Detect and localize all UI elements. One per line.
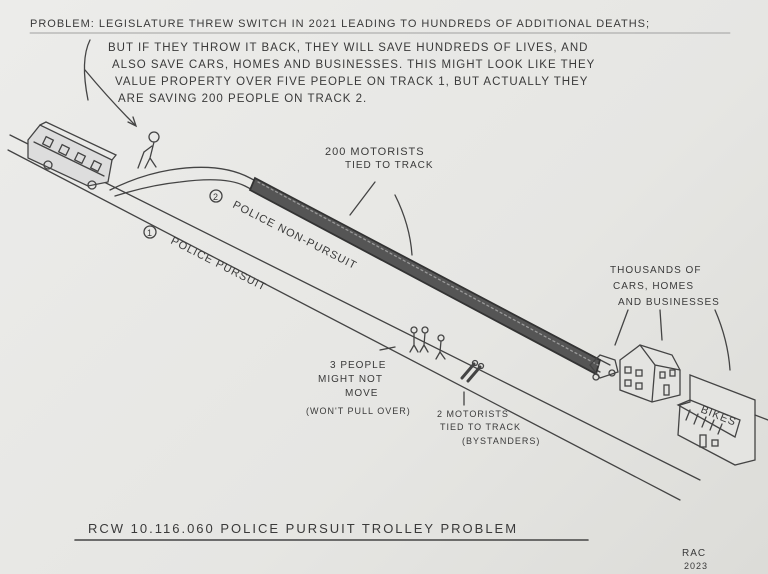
three-people-label-4: (won't pull over) [306,406,411,416]
switch-operator-icon [137,131,160,169]
problem-line-3: also save cars, homes and businesses. Th… [112,59,596,71]
bike-shop-icon [676,374,768,466]
arrow-to-switch [84,69,136,126]
problem-line-4: value property over five people on track… [115,76,589,88]
two-motorists-icon [460,359,485,383]
arrow-property-1 [614,309,629,346]
problem-bracket [83,39,91,101]
three-people-label-1: 3 People [330,360,387,371]
property-label-2: cars, homes [613,281,695,292]
arrow-head [127,116,138,128]
arrow-crowd-2 [394,194,413,256]
two-motorists-label-1: 2 Motorists [437,409,509,419]
three-people-label-3: move [345,388,379,399]
property-label-1: Thousands of [610,265,702,276]
arrow-3-people [379,346,396,351]
two-motorists-label-2: tied to track [440,422,522,432]
property-label-3: and businesses [618,297,720,308]
crowd-texture [257,181,599,366]
car-icon [589,354,619,381]
signature-initials: RAC [682,548,707,559]
arrow-property-3 [714,309,731,371]
track-1-rail-upper [9,134,701,481]
diagram-title: RCW 10.116.060 Police Pursuit Trolley Pr… [88,521,519,536]
signature-year: 2023 [684,561,709,571]
two-motorists-label-3: (Bystanders) [462,436,541,446]
problem-line-1: Problem: Legislature threw switch in 202… [30,18,651,30]
track-1-number: 1 [147,228,153,238]
three-people-label-2: might not [318,374,383,385]
arrow-property-2 [659,309,663,341]
crowd-200-motorists [248,176,602,376]
track-1-rail-lower [7,149,681,501]
trolley-icon [27,121,118,190]
three-people-icon [409,326,446,360]
track-2-number: 2 [213,192,219,202]
track-1-number-circle [143,225,157,239]
house-icon [619,344,681,403]
track-2-rail-lower [114,179,601,373]
problem-line-5: are saving 200 people on track 2. [118,93,368,105]
crowd-label-2: tied to track [345,160,434,171]
arrow-crowd-1 [349,181,376,216]
track-2-number-circle [209,189,223,203]
problem-line-2: But if they throw it back, they will sav… [108,42,589,54]
track-2-rail-upper [109,166,611,366]
track-1-label: Police Pursuit [169,235,269,294]
crowd-label-1: 200 Motorists [325,146,425,158]
